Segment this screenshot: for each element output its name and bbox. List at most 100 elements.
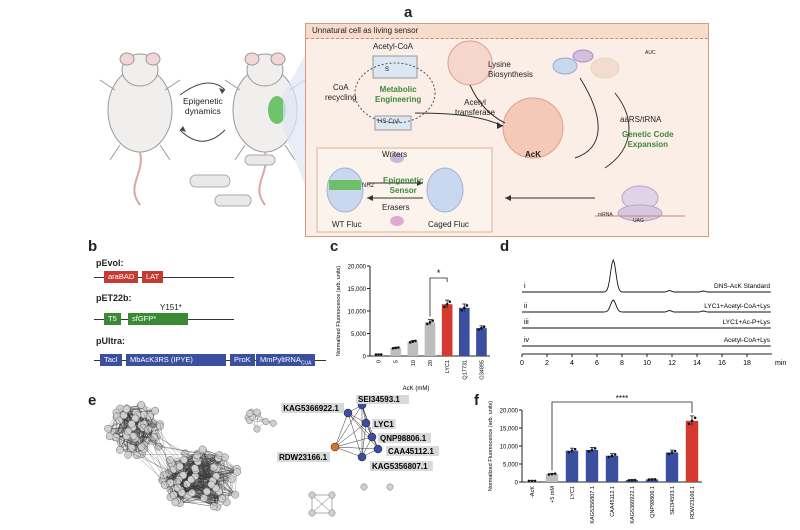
data-point — [445, 302, 449, 306]
panel-letter-c: c — [330, 238, 339, 255]
network-node — [104, 424, 112, 433]
mbacK3rs-element: MbAcK3RS (IPYE) — [126, 354, 226, 366]
data-point — [377, 353, 380, 356]
network-edge — [213, 457, 226, 507]
x-tick-label: KAG5366922.1 — [630, 486, 636, 524]
network-node — [360, 483, 368, 491]
bar — [424, 322, 436, 356]
x-tick-label: 0 — [377, 360, 383, 363]
data-point — [607, 455, 611, 459]
data-point — [550, 472, 554, 476]
t5-element: T5 — [104, 313, 121, 325]
network-node — [386, 483, 394, 491]
x-tick-label: 8 — [620, 360, 624, 367]
network-edge — [120, 408, 227, 503]
bar — [665, 452, 679, 482]
network-edge — [334, 446, 379, 450]
sensor-title: Unnatural cell as living sensor — [312, 26, 419, 35]
network-node — [151, 406, 160, 415]
network-edge — [249, 420, 274, 424]
aars-trna-label: aaRS/tRNA — [620, 115, 662, 124]
network-node — [198, 445, 207, 454]
bar — [476, 328, 487, 356]
x-tick-label: SEI34593.1 — [670, 486, 676, 515]
network-edge — [149, 416, 178, 488]
x-tick-label: 10 — [643, 360, 651, 367]
node-label-bg — [356, 395, 409, 404]
network-edge — [334, 412, 349, 448]
network-node — [166, 456, 175, 464]
network-edge — [197, 454, 238, 473]
y-tick-label: 5,000 — [503, 463, 519, 469]
x-tick-label: Q17731 — [462, 360, 468, 380]
x-tick-label: +5 mM — [550, 486, 556, 503]
y-tick-label: 15,000 — [348, 287, 367, 293]
network-node — [171, 498, 180, 507]
data-point — [414, 339, 417, 343]
network-node — [207, 480, 216, 489]
network-node — [209, 502, 218, 511]
data-point — [379, 353, 383, 356]
network-edge — [361, 404, 379, 450]
data-point — [465, 304, 469, 307]
hs-coa-label: HS-CoA — [378, 119, 401, 125]
bar — [685, 420, 699, 482]
trace-label: LYC1+Ac-P+Lys — [723, 319, 771, 326]
node-label: LYC1 — [374, 420, 394, 429]
network-edge — [116, 417, 165, 486]
epigenetic-dynamics-label: Epigenetic dynamics — [183, 96, 223, 116]
network-node — [231, 490, 240, 499]
network-node — [191, 464, 199, 472]
panel-letter-b: b — [88, 238, 98, 255]
network-edge — [252, 416, 274, 424]
network-node — [308, 509, 316, 517]
network-node — [116, 446, 124, 454]
prok-element: ProK — [230, 354, 255, 366]
panel-letter-d: d — [500, 238, 510, 255]
x-tick-label: RDW23166.1 — [690, 486, 696, 519]
trace-index: ii — [524, 303, 528, 310]
data-point — [397, 346, 400, 349]
network-edge — [219, 454, 236, 495]
network-node — [233, 468, 241, 476]
network-edge — [115, 437, 164, 480]
x-tick-label: 10 — [411, 360, 417, 366]
nh2-label: NH2 — [362, 183, 375, 189]
y151-label: Y151* — [160, 303, 182, 312]
bar — [565, 450, 579, 482]
x-tick-label: 16 — [718, 360, 726, 367]
x-tick-label: 20 — [428, 360, 434, 366]
panel-a: Epigenetic dynamics Unnatural cell as li… — [0, 0, 800, 240]
trace-index: iii — [524, 319, 529, 326]
significance-marker: **** — [616, 394, 628, 403]
x-tick-label: 5 — [394, 360, 400, 363]
auc-label: AUC — [645, 50, 656, 56]
network-node — [137, 443, 146, 451]
acetyl-coa-label: Acetyl-CoA — [373, 42, 414, 51]
data-point — [667, 452, 671, 456]
taci-element: TacI — [100, 354, 122, 366]
network-edge — [142, 407, 214, 507]
x-tick-label: 4 — [570, 360, 574, 367]
highlight-node — [357, 452, 367, 462]
coa-recycling-label: CoA recycling — [325, 83, 357, 102]
trna-subscript: CUA — [300, 360, 312, 367]
data-point — [613, 453, 617, 456]
y-tick-label: 20,000 — [348, 265, 367, 271]
data-point — [394, 346, 398, 350]
data-point — [527, 479, 531, 483]
sfgfp-element: sfGFP* — [128, 313, 188, 325]
data-point — [477, 328, 481, 331]
node-label: SEI34593.1 — [358, 395, 400, 404]
network-node — [156, 422, 164, 431]
y-tick-label: 0 — [363, 355, 367, 361]
network-node — [178, 488, 186, 497]
network-node — [308, 491, 316, 499]
data-point — [653, 478, 657, 481]
network-edge — [347, 412, 373, 438]
network-edge — [334, 436, 373, 448]
